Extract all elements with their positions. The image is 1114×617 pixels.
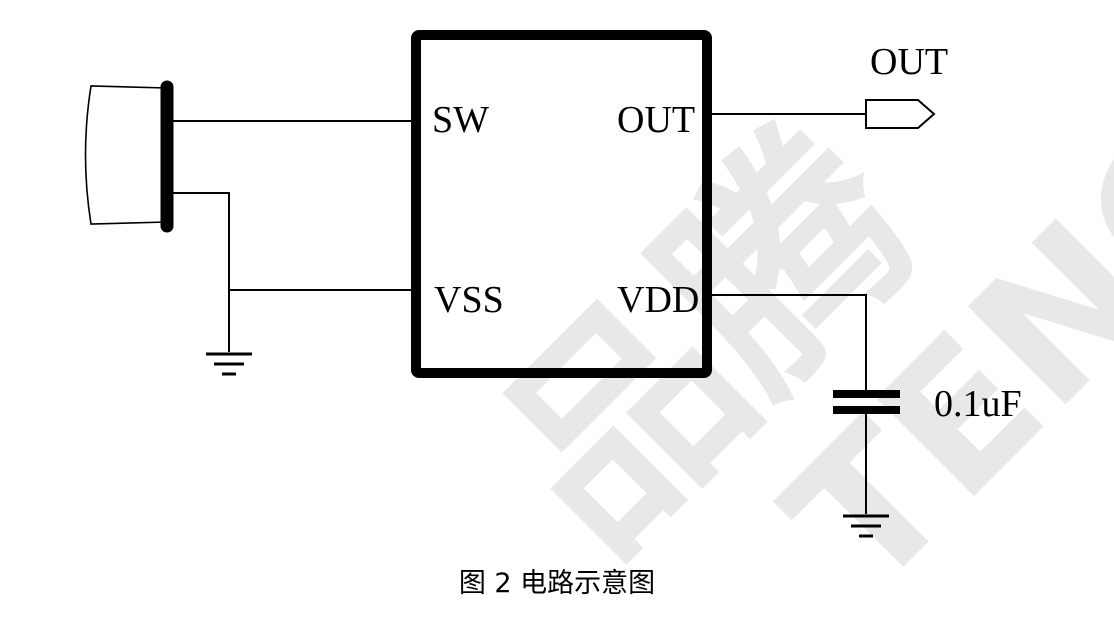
ground-icon xyxy=(206,352,252,376)
output-port-label: OUT xyxy=(870,41,948,83)
figure-caption: 图 2 电路示意图 xyxy=(459,568,655,599)
wire-switch-ground xyxy=(172,192,230,352)
capacitor-icon xyxy=(833,390,900,414)
wire-vdd xyxy=(708,294,867,392)
ic-chip xyxy=(411,30,712,378)
output-port-icon xyxy=(865,99,936,129)
wires xyxy=(172,113,867,514)
pin-label-vss: VSS xyxy=(434,279,504,321)
ground-icon xyxy=(843,514,889,538)
pin-label-sw: SW xyxy=(432,99,489,141)
pin-label-out: OUT xyxy=(617,99,695,141)
capacitor-value: 0.1uF xyxy=(934,383,1022,425)
switch-contact xyxy=(84,80,174,233)
watermark: 品腾 TENG xyxy=(450,69,1114,617)
switch-shell xyxy=(84,85,168,225)
pin-label-vdd: VDD xyxy=(617,279,699,321)
